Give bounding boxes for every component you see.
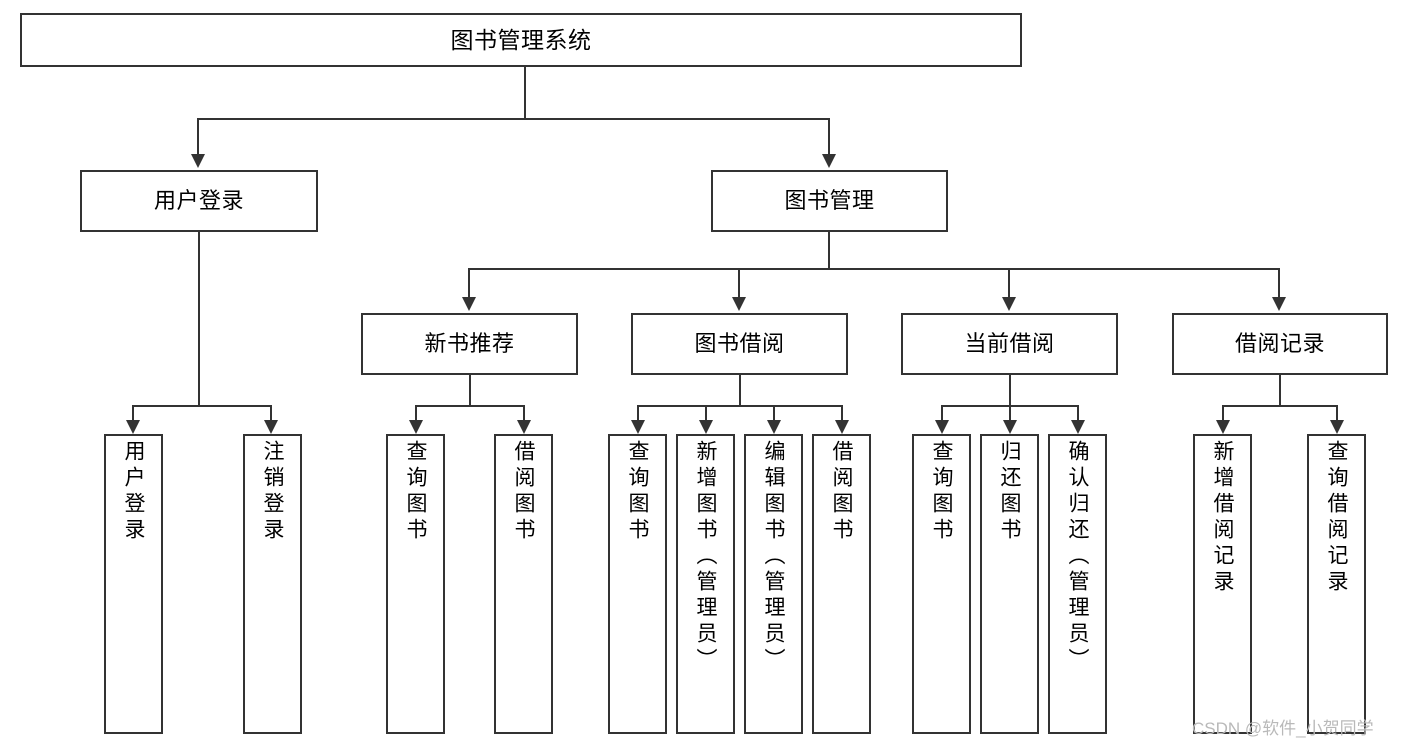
csdn-watermark: CSDN @软件_小贺同学 [1192, 719, 1374, 738]
arrowhead-new-book-leaf-1 [517, 420, 531, 434]
node-label: 用户登录 [122, 440, 145, 544]
arrowhead-root-to-user-login [191, 154, 205, 168]
arrowhead-book-mgmt-l3-2 [1002, 297, 1016, 311]
arrowhead-borrow-record-leaf-1 [1330, 420, 1344, 434]
node-label: 借阅图书 [512, 440, 535, 544]
leaf-new-book-borrow[interactable]: 借阅图书 [494, 434, 553, 734]
node-label: 查询图书 [930, 440, 953, 544]
edge-borrow-record-bus [1222, 405, 1338, 407]
arrowhead-current-borrow-leaf-2 [1071, 420, 1085, 434]
edge-borrow-record-to-leaf-1 [1336, 405, 1338, 422]
edge-book-mgmt-stem [828, 232, 830, 269]
arrowhead-book-borrow-leaf-0 [631, 420, 645, 434]
edge-book-mgmt-bus [468, 268, 1280, 270]
arrowhead-book-borrow-leaf-2 [767, 420, 781, 434]
node-book-management[interactable]: 图书管理 [711, 170, 948, 232]
node-label: 新增图书（管理员） [694, 440, 717, 674]
node-label: 新书推荐 [424, 331, 515, 357]
arrowhead-book-mgmt-l3-3 [1272, 297, 1286, 311]
leaf-user-login-logout[interactable]: 注销登录 [243, 434, 302, 734]
edge-book-mgmt-to-l3-1 [738, 268, 740, 299]
edge-book-borrow-to-leaf-0 [637, 405, 639, 422]
leaf-current-borrow-query[interactable]: 查询图书 [912, 434, 971, 734]
node-current-borrow[interactable]: 当前借阅 [901, 313, 1118, 375]
node-label: 借阅记录 [1234, 331, 1325, 357]
arrowhead-root-to-book-mgmt [822, 154, 836, 168]
leaf-book-borrow-edit[interactable]: 编辑图书（管理员） [744, 434, 803, 734]
arrowhead-book-mgmt-l3-0 [462, 297, 476, 311]
node-label: 新增借阅记录 [1211, 440, 1234, 596]
node-label: 查询图书 [404, 440, 427, 544]
edge-book-mgmt-to-l3-0 [468, 268, 470, 299]
node-user-login[interactable]: 用户登录 [80, 170, 318, 232]
arrowhead-current-borrow-leaf-0 [935, 420, 949, 434]
leaf-current-borrow-confirm-return[interactable]: 确认归还（管理员） [1048, 434, 1107, 734]
node-root-system[interactable]: 图书管理系统 [20, 13, 1022, 67]
leaf-borrow-record-query[interactable]: 查询借阅记录 [1307, 434, 1366, 734]
edge-book-borrow-stem [739, 375, 741, 406]
edge-borrow-record-stem [1279, 375, 1281, 406]
node-borrow-record[interactable]: 借阅记录 [1172, 313, 1388, 375]
edge-user-login-stem [198, 232, 200, 406]
arrowhead-book-borrow-leaf-1 [699, 420, 713, 434]
edge-root-to-book-mgmt [828, 118, 830, 156]
edge-book-mgmt-to-l3-2 [1008, 268, 1010, 299]
edge-user-login-bus [132, 405, 272, 407]
node-label: 注销登录 [261, 440, 284, 544]
leaf-current-borrow-return[interactable]: 归还图书 [980, 434, 1039, 734]
arrowhead-book-mgmt-l3-1 [732, 297, 746, 311]
node-label: 查询借阅记录 [1325, 440, 1348, 596]
arrowhead-current-borrow-leaf-1 [1003, 420, 1017, 434]
edge-book-borrow-bus [637, 405, 842, 407]
edge-current-borrow-to-leaf-2 [1077, 405, 1079, 422]
edge-root-to-user-login [197, 118, 199, 156]
edge-root-stem [524, 67, 526, 119]
arrowhead-borrow-record-leaf-0 [1216, 420, 1230, 434]
arrowhead-new-book-leaf-0 [409, 420, 423, 434]
leaf-user-login-login[interactable]: 用户登录 [104, 434, 163, 734]
node-new-book-recommend[interactable]: 新书推荐 [361, 313, 578, 375]
node-label: 归还图书 [998, 440, 1021, 544]
edge-new-book-stem [469, 375, 471, 406]
edge-book-borrow-to-leaf-2 [773, 405, 775, 422]
edge-book-mgmt-to-l3-3 [1278, 268, 1280, 299]
edge-new-book-to-leaf-1 [523, 405, 525, 422]
node-label: 图书管理 [784, 188, 875, 214]
node-label: 查询图书 [626, 440, 649, 544]
leaf-book-borrow-borrow[interactable]: 借阅图书 [812, 434, 871, 734]
node-book-borrow[interactable]: 图书借阅 [631, 313, 848, 375]
arrowhead-book-borrow-leaf-3 [835, 420, 849, 434]
node-label: 当前借阅 [964, 331, 1055, 357]
node-label: 编辑图书（管理员） [762, 440, 785, 674]
edge-user-login-to-leaf-1 [270, 405, 272, 422]
node-label: 确认归还（管理员） [1066, 440, 1089, 674]
edge-current-borrow-to-leaf-1 [1009, 405, 1011, 422]
edge-new-book-bus [415, 405, 525, 407]
leaf-new-book-query[interactable]: 查询图书 [386, 434, 445, 734]
node-label: 图书借阅 [694, 331, 785, 357]
edge-borrow-record-to-leaf-0 [1222, 405, 1224, 422]
node-label: 借阅图书 [830, 440, 853, 544]
edge-current-borrow-to-leaf-0 [941, 405, 943, 422]
arrowhead-user-login-leaf-0 [126, 420, 140, 434]
node-label: 用户登录 [153, 188, 244, 214]
leaf-book-borrow-query[interactable]: 查询图书 [608, 434, 667, 734]
node-label: 图书管理系统 [450, 26, 592, 53]
edge-current-borrow-stem [1009, 375, 1011, 406]
edge-book-borrow-to-leaf-1 [705, 405, 707, 422]
edge-user-login-to-leaf-0 [132, 405, 134, 422]
edge-new-book-to-leaf-0 [415, 405, 417, 422]
arrowhead-user-login-leaf-1 [264, 420, 278, 434]
edge-book-borrow-to-leaf-3 [841, 405, 843, 422]
edge-root-bus [197, 118, 830, 120]
leaf-book-borrow-add[interactable]: 新增图书（管理员） [676, 434, 735, 734]
leaf-borrow-record-add[interactable]: 新增借阅记录 [1193, 434, 1252, 734]
